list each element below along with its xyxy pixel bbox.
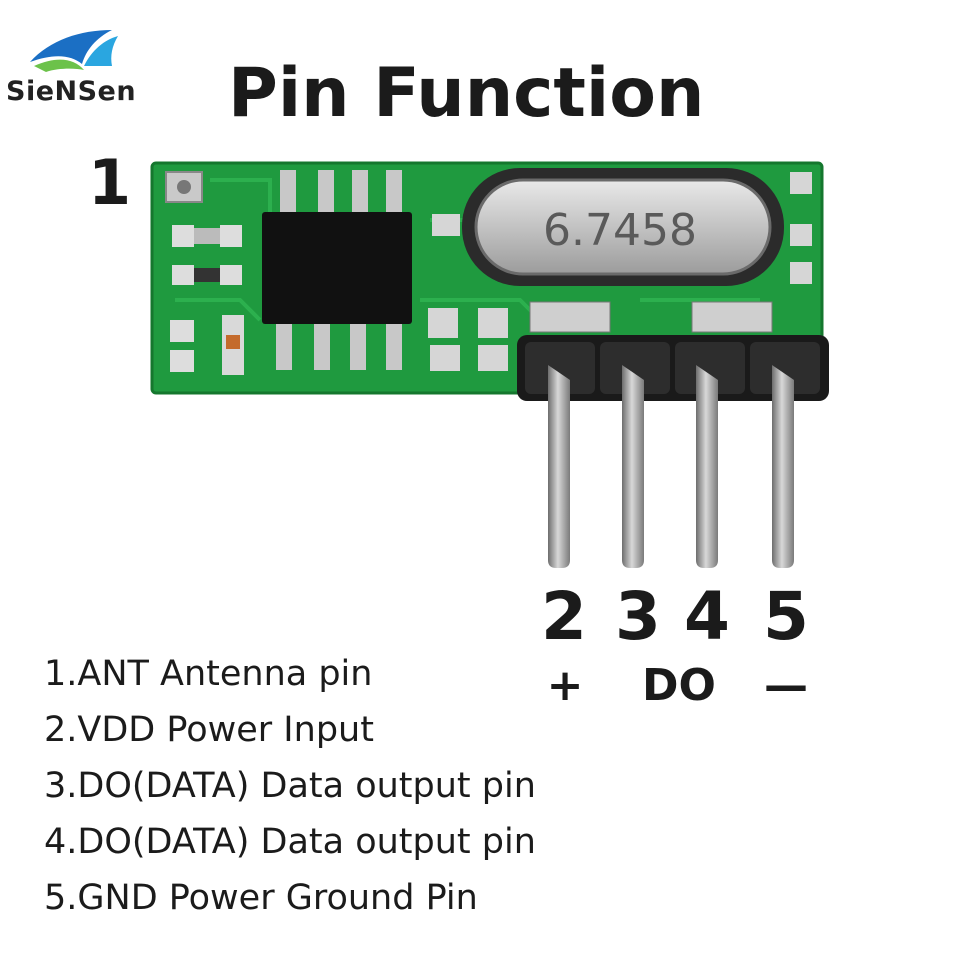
ic-chip [262, 170, 412, 370]
brand-name: SieNSen [6, 76, 137, 107]
pin-description-list: 1.ANT Antenna pin 2.VDD Power Input 3.DO… [44, 646, 536, 926]
crystal-oscillator: 6.7458 [462, 168, 784, 286]
pin-header [517, 301, 829, 401]
pin-symbol-minus: — [764, 660, 808, 711]
pin-description: 4.DO(DATA) Data output pin [44, 822, 536, 862]
pin-number-5: 5 [763, 578, 809, 655]
pin-description: 5.GND Power Ground Pin [44, 878, 478, 918]
pin1-label: 1 [88, 146, 132, 219]
pin-number-3: 3 [615, 578, 661, 655]
page-title: Pin Function [228, 54, 705, 133]
pin-description: 3.DO(DATA) Data output pin [44, 766, 536, 806]
crystal-marking: 6.7458 [543, 205, 697, 256]
smd-components-right [790, 172, 812, 284]
smd-components-center [428, 214, 508, 371]
antenna-pad [165, 171, 203, 203]
pin-description: 1.ANT Antenna pin [44, 654, 373, 694]
pin-number-4: 4 [684, 578, 730, 655]
header-pins [548, 365, 794, 568]
wave-logo-icon [30, 30, 118, 72]
pin-symbol-plus: + [546, 660, 584, 711]
pin-number-2: 2 [541, 578, 587, 655]
pin-symbol-do: DO [642, 660, 716, 711]
smd-components-left [170, 225, 244, 375]
pin-description: 2.VDD Power Input [44, 710, 374, 750]
